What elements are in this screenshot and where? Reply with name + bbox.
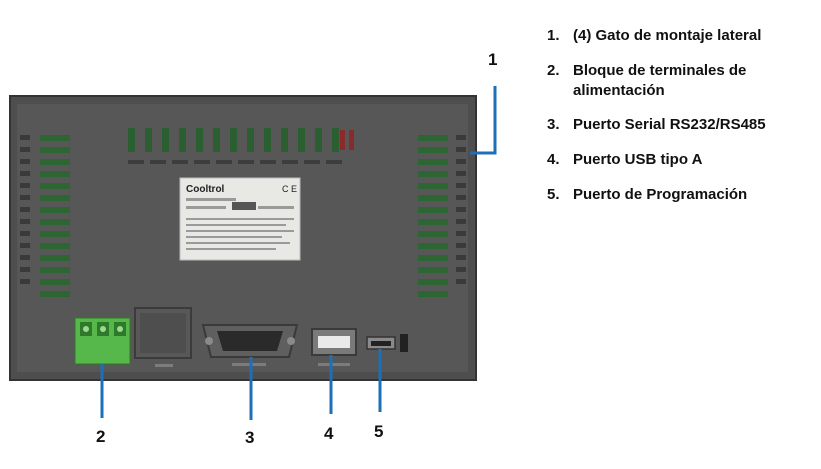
db9-screw-right [287, 337, 295, 345]
label-ce-mark: C E [282, 184, 297, 194]
legend-item-text: (4) Gato de montaje lateral [573, 27, 762, 44]
legend-item-text: Puerto de Programación [573, 186, 748, 203]
legend-item: 4. Puerto USB tipo A [547, 150, 813, 170]
top-vent-slots [128, 128, 339, 152]
label-barcode [232, 202, 256, 210]
callout-number-3: 3 [245, 428, 255, 447]
callout-number-5: 5 [374, 422, 384, 441]
port-silkscreen-labels [155, 363, 350, 367]
red-indicator-slots [340, 130, 354, 150]
legend-item-text: Puerto USB tipo A [573, 151, 703, 168]
label-fine-print [186, 198, 294, 250]
callout-lines [100, 86, 497, 420]
callout-number-4: 4 [324, 424, 334, 443]
callout-line-1 [470, 86, 497, 155]
legend-item: 2. Bloque de terminales de alimentación [547, 61, 813, 101]
small-vent-dots [128, 160, 342, 164]
legend-item-number: 3. [547, 116, 560, 133]
usb-a-port-tongue [318, 336, 350, 348]
label-brand: Cooltrol [186, 184, 225, 195]
status-slot [400, 334, 408, 352]
blank-port-inner [140, 313, 186, 353]
legend-item-number: 1. [547, 27, 560, 44]
callout-number-2: 2 [96, 427, 106, 446]
legend-item-text: Puerto Serial RS232/RS485 [573, 116, 766, 133]
terminal-screw-heads [83, 326, 123, 332]
callout-number-1: 1 [488, 50, 498, 69]
legend-item-number: 5. [547, 186, 560, 203]
right-edge-grille [456, 135, 466, 284]
legend-item: 5. Puerto de Programación [547, 185, 813, 205]
legend-item-number: 2. [547, 62, 560, 79]
legend-item-text: Bloque de terminales de alimentación [573, 62, 747, 99]
legend-list: 1. (4) Gato de montaje lateral 2. Bloque… [547, 26, 813, 220]
legend-item: 1. (4) Gato de montaje lateral [547, 26, 813, 46]
mini-usb-port-opening [371, 341, 391, 346]
legend-item-number: 4. [547, 151, 560, 168]
right-vent-grille [418, 135, 448, 297]
db9-screw-left [205, 337, 213, 345]
legend-item: 3. Puerto Serial RS232/RS485 [547, 115, 813, 135]
left-vent-grille [40, 135, 70, 297]
db9-serial-inner [217, 331, 283, 351]
left-edge-grille [20, 135, 30, 284]
